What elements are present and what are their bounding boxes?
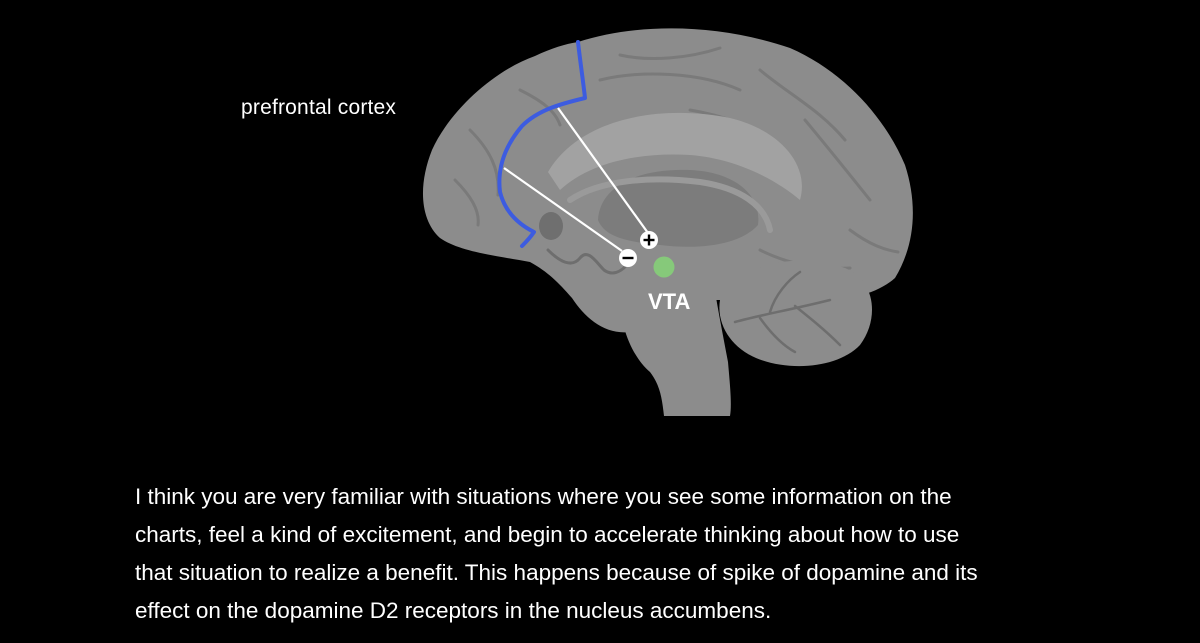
fornix xyxy=(567,176,773,233)
prefrontal-cortex-outline xyxy=(497,40,587,248)
nucleus-accumbens xyxy=(539,212,563,240)
connection-line-excitatory xyxy=(557,107,649,234)
cerebellum-branches xyxy=(733,270,842,354)
caption-line-4: effect on the dopamine D2 receptors in t… xyxy=(135,598,772,623)
vta-label: VTA xyxy=(648,289,691,314)
vta-dot xyxy=(653,256,675,278)
caption-line-3: that situation to realize a benefit. Thi… xyxy=(135,560,978,585)
brain-diagram xyxy=(422,28,913,416)
brainstem xyxy=(619,260,731,416)
corpus-callosum xyxy=(548,112,802,200)
prefrontal-cortex-label: prefrontal cortex xyxy=(241,96,397,119)
olfactory-region xyxy=(546,248,628,275)
caption-line-1: I think you are very familiar with situa… xyxy=(135,484,952,509)
caption-text: I think you are very familiar with situa… xyxy=(135,478,1075,630)
connection-line-inhibitory xyxy=(503,167,623,252)
thalamus xyxy=(598,169,759,247)
caption-line-2: charts, feel a kind of excitement, and b… xyxy=(135,522,960,547)
